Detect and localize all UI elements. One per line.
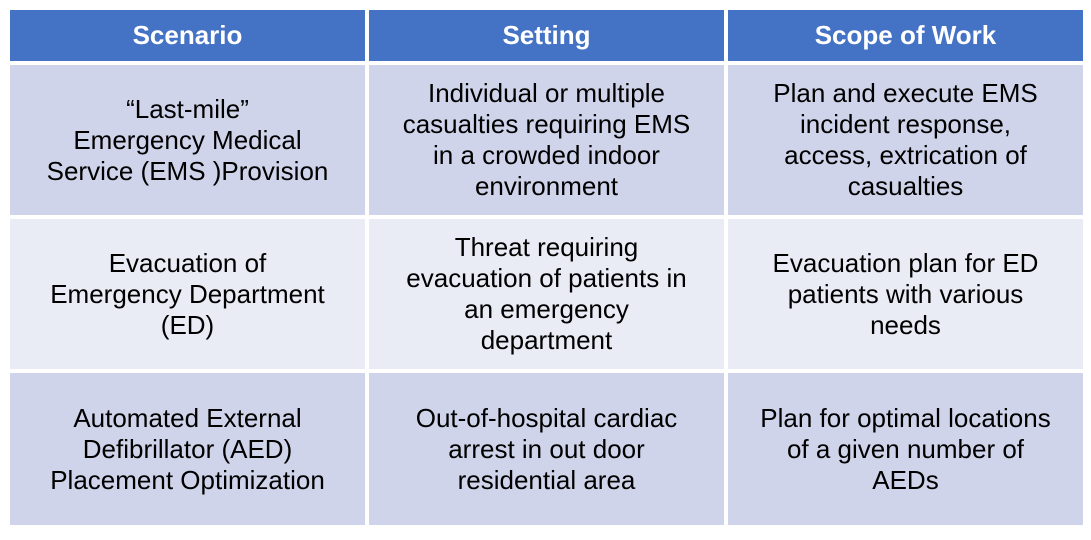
cell-row1-setting: Individual or multiple casualties requir… xyxy=(369,65,724,215)
cell-row2-setting: Threat requiring evacuation of patients … xyxy=(369,219,724,369)
cell-row3-setting: Out-of-hospital cardiac arrest in out do… xyxy=(369,373,724,525)
cell-row1-scenario: “Last-mile” Emergency Medical Service (E… xyxy=(10,65,365,215)
cell-row2-scope: Evacuation plan for ED patients with var… xyxy=(728,219,1083,369)
cell-row1-scope: Plan and execute EMS incident response, … xyxy=(728,65,1083,215)
header-label-setting: Setting xyxy=(502,20,591,50)
scenarios-table: Scenario Setting Scope of Work “Last-mil… xyxy=(10,10,1083,525)
header-cell-scenario: Scenario xyxy=(10,10,365,61)
cell-row3-scope: Plan for optimal locations of a given nu… xyxy=(728,373,1083,525)
header-cell-setting: Setting xyxy=(369,10,724,61)
cell-row3-scenario: Automated External Defibrillator (AED) P… xyxy=(10,373,365,525)
header-label-scope-of-work: Scope of Work xyxy=(814,20,997,50)
header-label-scenario: Scenario xyxy=(132,20,243,50)
header-cell-scope-of-work: Scope of Work xyxy=(728,10,1083,61)
cell-row2-scenario: Evacuation of Emergency Department (ED) xyxy=(10,219,365,369)
